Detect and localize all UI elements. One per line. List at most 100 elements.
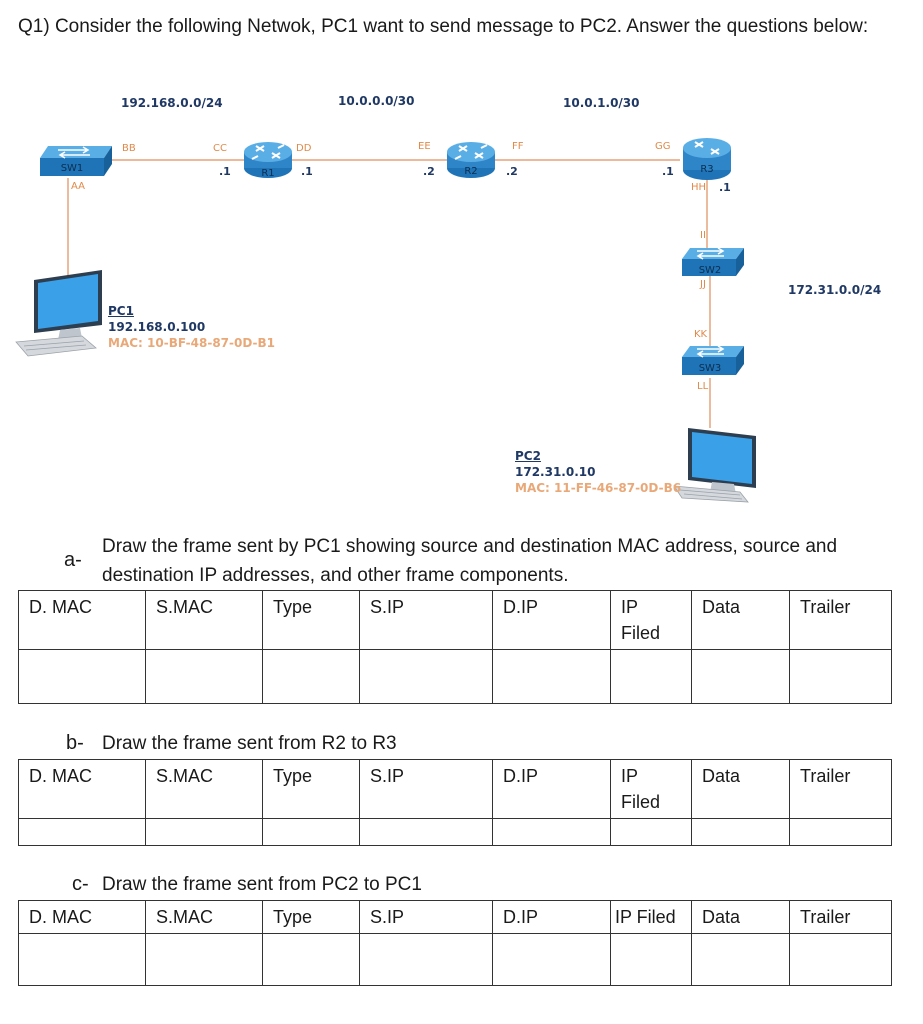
device-label-r2: R2 — [464, 166, 478, 177]
question-text: Q1) Consider the following Netwok, PC1 w… — [18, 16, 869, 37]
col-header-dmac: D. MAC — [18, 900, 146, 934]
answer-cell[interactable] — [145, 933, 263, 986]
answer-cell[interactable] — [18, 818, 146, 846]
col-header-data: Data — [691, 590, 790, 650]
table-answer-row — [18, 933, 892, 986]
pc2-name: PC2 — [515, 449, 541, 463]
ip-suffix-r1-dd: .1 — [301, 165, 313, 178]
answer-cell[interactable] — [691, 818, 790, 846]
device-label-sw1: SW1 — [60, 163, 84, 174]
answer-cell[interactable] — [359, 818, 493, 846]
col-header-sip: S.IP — [359, 759, 493, 819]
port-label-hh: HH — [691, 182, 707, 193]
col-header-ipfield: IP Filed — [610, 900, 692, 934]
table-answer-row — [18, 649, 892, 704]
col-header-smac: S.MAC — [145, 900, 263, 934]
port-label-ll: LL — [697, 381, 709, 392]
answer-cell[interactable] — [145, 649, 263, 704]
device-label-sw3: SW3 — [698, 363, 722, 374]
links — [67, 159, 711, 428]
router-icon — [447, 142, 495, 178]
col-header-smac: S.MAC — [145, 590, 263, 650]
router-icon — [244, 142, 292, 178]
switch-icon — [682, 247, 744, 276]
port-label-jj: JJ — [700, 279, 706, 290]
pc2-ip: 172.31.0.10 — [515, 465, 596, 479]
col-header-data: Data — [691, 900, 790, 934]
table-answer-row — [18, 818, 892, 846]
port-label-gg: GG — [655, 141, 671, 152]
network-label-wan1: 10.0.0.0/30 — [338, 94, 415, 108]
answer-cell[interactable] — [262, 818, 360, 846]
table-header-row: D. MAC S.MAC Type S.IP D.IP IP Filed Dat… — [18, 590, 892, 650]
network-label-lan1: 192.168.0.0/24 — [121, 96, 223, 110]
answer-cell[interactable] — [359, 933, 493, 986]
answer-cell[interactable] — [18, 649, 146, 704]
col-header-trailer: Trailer — [789, 759, 892, 819]
col-header-ipfield: IP Filed — [610, 759, 692, 819]
part-a-letter: a- — [64, 549, 82, 571]
port-label-dd: DD — [296, 143, 312, 154]
pc2-info: PC2 172.31.0.10 MAC: 11-FF-46-87-0D-B6 — [515, 448, 681, 496]
part-c-letter: c- — [72, 873, 89, 895]
frame-table-b: D. MAC S.MAC Type S.IP D.IP IP Filed Dat… — [18, 759, 892, 846]
pc1-name: PC1 — [108, 304, 134, 318]
answer-cell[interactable] — [610, 933, 692, 986]
device-label-r3: R3 — [700, 164, 714, 175]
answer-cell[interactable] — [145, 818, 263, 846]
router-icon — [683, 138, 731, 180]
col-header-type: Type — [262, 900, 360, 934]
switch-icon — [40, 146, 112, 176]
network-label-lan2: 172.31.0.0/24 — [788, 283, 882, 297]
port-label-ff: FF — [512, 141, 524, 152]
answer-cell[interactable] — [610, 818, 692, 846]
col-header-dip: D.IP — [492, 590, 611, 650]
pc1-ip: 192.168.0.100 — [108, 320, 206, 334]
table-header-row: D. MAC S.MAC Type S.IP D.IP IP Filed Dat… — [18, 900, 892, 934]
col-header-sip: S.IP — [359, 900, 493, 934]
answer-cell[interactable] — [789, 649, 892, 704]
network-label-wan2: 10.0.1.0/30 — [563, 96, 640, 110]
ip-suffix-r3-gg: .1 — [662, 165, 674, 178]
port-label-ee: EE — [418, 141, 431, 152]
answer-cell[interactable] — [262, 649, 360, 704]
answer-cell[interactable] — [492, 649, 611, 704]
frame-table-c: D. MAC S.MAC Type S.IP D.IP IP Filed Dat… — [18, 900, 892, 986]
answer-cell[interactable] — [789, 818, 892, 846]
answer-cell[interactable] — [262, 933, 360, 986]
computer-icon — [673, 428, 756, 503]
answer-cell[interactable] — [789, 933, 892, 986]
col-header-trailer: Trailer — [789, 590, 892, 650]
ip-suffix-r2-ff: .2 — [506, 165, 518, 178]
computer-icon — [15, 270, 102, 357]
ip-suffix-r1-cc: .1 — [219, 165, 231, 178]
col-header-dmac: D. MAC — [18, 590, 146, 650]
answer-cell[interactable] — [691, 649, 790, 704]
col-header-smac: S.MAC — [145, 759, 263, 819]
col-header-ipfield: IP Filed — [610, 590, 692, 650]
network-diagram — [15, 138, 756, 503]
pc1-info: PC1 192.168.0.100 MAC: 10-BF-48-87-0D-B1 — [108, 303, 275, 351]
answer-cell[interactable] — [492, 933, 611, 986]
switch-icon — [682, 345, 744, 375]
col-header-data: Data — [691, 759, 790, 819]
pc2-mac: MAC: 11-FF-46-87-0D-B6 — [515, 481, 682, 495]
port-label-cc: CC — [213, 143, 227, 154]
frame-table-a: D. MAC S.MAC Type S.IP D.IP IP Filed Dat… — [18, 590, 892, 704]
col-header-dip: D.IP — [492, 900, 611, 934]
answer-cell[interactable] — [691, 933, 790, 986]
part-b-text: Draw the frame sent from R2 to R3 — [102, 733, 397, 754]
port-label-bb: BB — [122, 143, 136, 154]
col-header-dip: D.IP — [492, 759, 611, 819]
part-a-text: Draw the frame sent by PC1 showing sourc… — [102, 536, 838, 586]
answer-cell[interactable] — [18, 933, 146, 986]
answer-cell[interactable] — [359, 649, 493, 704]
ip-suffix-r2-ee: .2 — [423, 165, 435, 178]
answer-cell[interactable] — [610, 649, 692, 704]
answer-cell[interactable] — [492, 818, 611, 846]
port-label-kk: KK — [694, 329, 708, 340]
table-header-row: D. MAC S.MAC Type S.IP D.IP IP Filed Dat… — [18, 759, 892, 819]
col-header-sip: S.IP — [359, 590, 493, 650]
device-label-r1: R1 — [261, 168, 275, 179]
pc1-mac: MAC: 10-BF-48-87-0D-B1 — [108, 336, 276, 350]
